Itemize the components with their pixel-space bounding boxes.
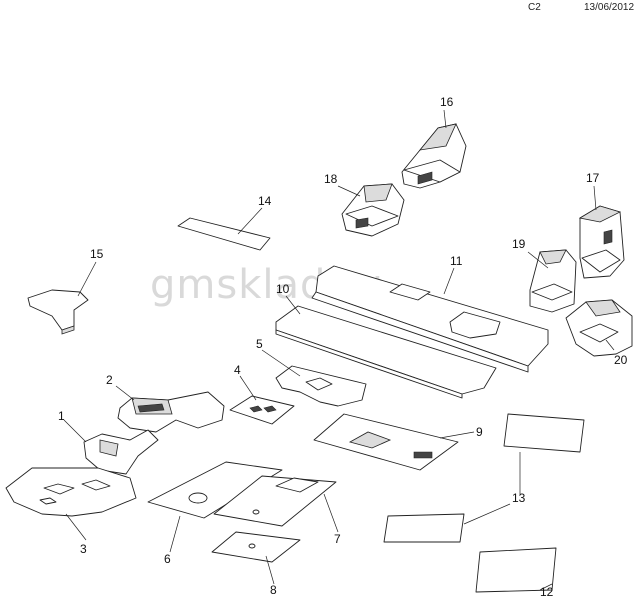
part-14-pad <box>177 217 271 251</box>
part-1-insulator <box>83 429 159 475</box>
callout-6: 6 <box>164 552 171 566</box>
part-3-floor-pad <box>5 467 137 517</box>
callout-8: 8 <box>270 583 277 597</box>
callout-16: 16 <box>440 95 454 109</box>
part-9-panel <box>313 413 459 471</box>
callout-14: 14 <box>258 194 272 208</box>
callout-5: 5 <box>256 337 263 351</box>
callout-10: 10 <box>276 282 290 296</box>
diagram-date: 13/06/2012 <box>584 2 635 13</box>
part-16-insulator <box>401 123 467 189</box>
part-18-insulator <box>341 183 405 237</box>
callout-labels: 16 18 14 15 17 11 19 10 20 5 4 2 1 9 13 … <box>58 95 628 599</box>
part-10-floor-panel <box>275 305 497 399</box>
callout-7: 7 <box>334 532 341 546</box>
part-8-pad <box>211 531 301 563</box>
callout-13: 13 <box>512 491 526 505</box>
callout-15: 15 <box>90 247 104 261</box>
part-12-pad <box>475 547 557 593</box>
part-17-insulator <box>578 205 625 279</box>
part-11-floor-panel <box>311 265 549 373</box>
part-5-panel <box>275 365 367 407</box>
part-13-pads <box>383 413 585 543</box>
callout-12: 12 <box>540 585 554 599</box>
callout-17: 17 <box>586 171 600 185</box>
part-15-pad <box>27 289 89 335</box>
part-19-insulator <box>529 249 577 313</box>
part-4-panel <box>229 395 295 425</box>
part-20-insulator <box>565 299 633 357</box>
callout-18: 18 <box>324 172 338 186</box>
callout-1: 1 <box>58 409 65 423</box>
callout-9: 9 <box>476 425 483 439</box>
part-7-pad <box>213 475 337 527</box>
callout-3: 3 <box>80 542 87 556</box>
callout-20: 20 <box>614 353 628 367</box>
part-2-insulator <box>117 391 225 433</box>
diagram-code: C2 <box>528 2 541 13</box>
leader-lines <box>63 109 615 591</box>
callout-11: 11 <box>450 254 463 268</box>
part-6-pad <box>147 461 283 519</box>
callout-19: 19 <box>512 237 526 251</box>
callout-4: 4 <box>234 363 241 377</box>
callout-2: 2 <box>106 373 113 387</box>
